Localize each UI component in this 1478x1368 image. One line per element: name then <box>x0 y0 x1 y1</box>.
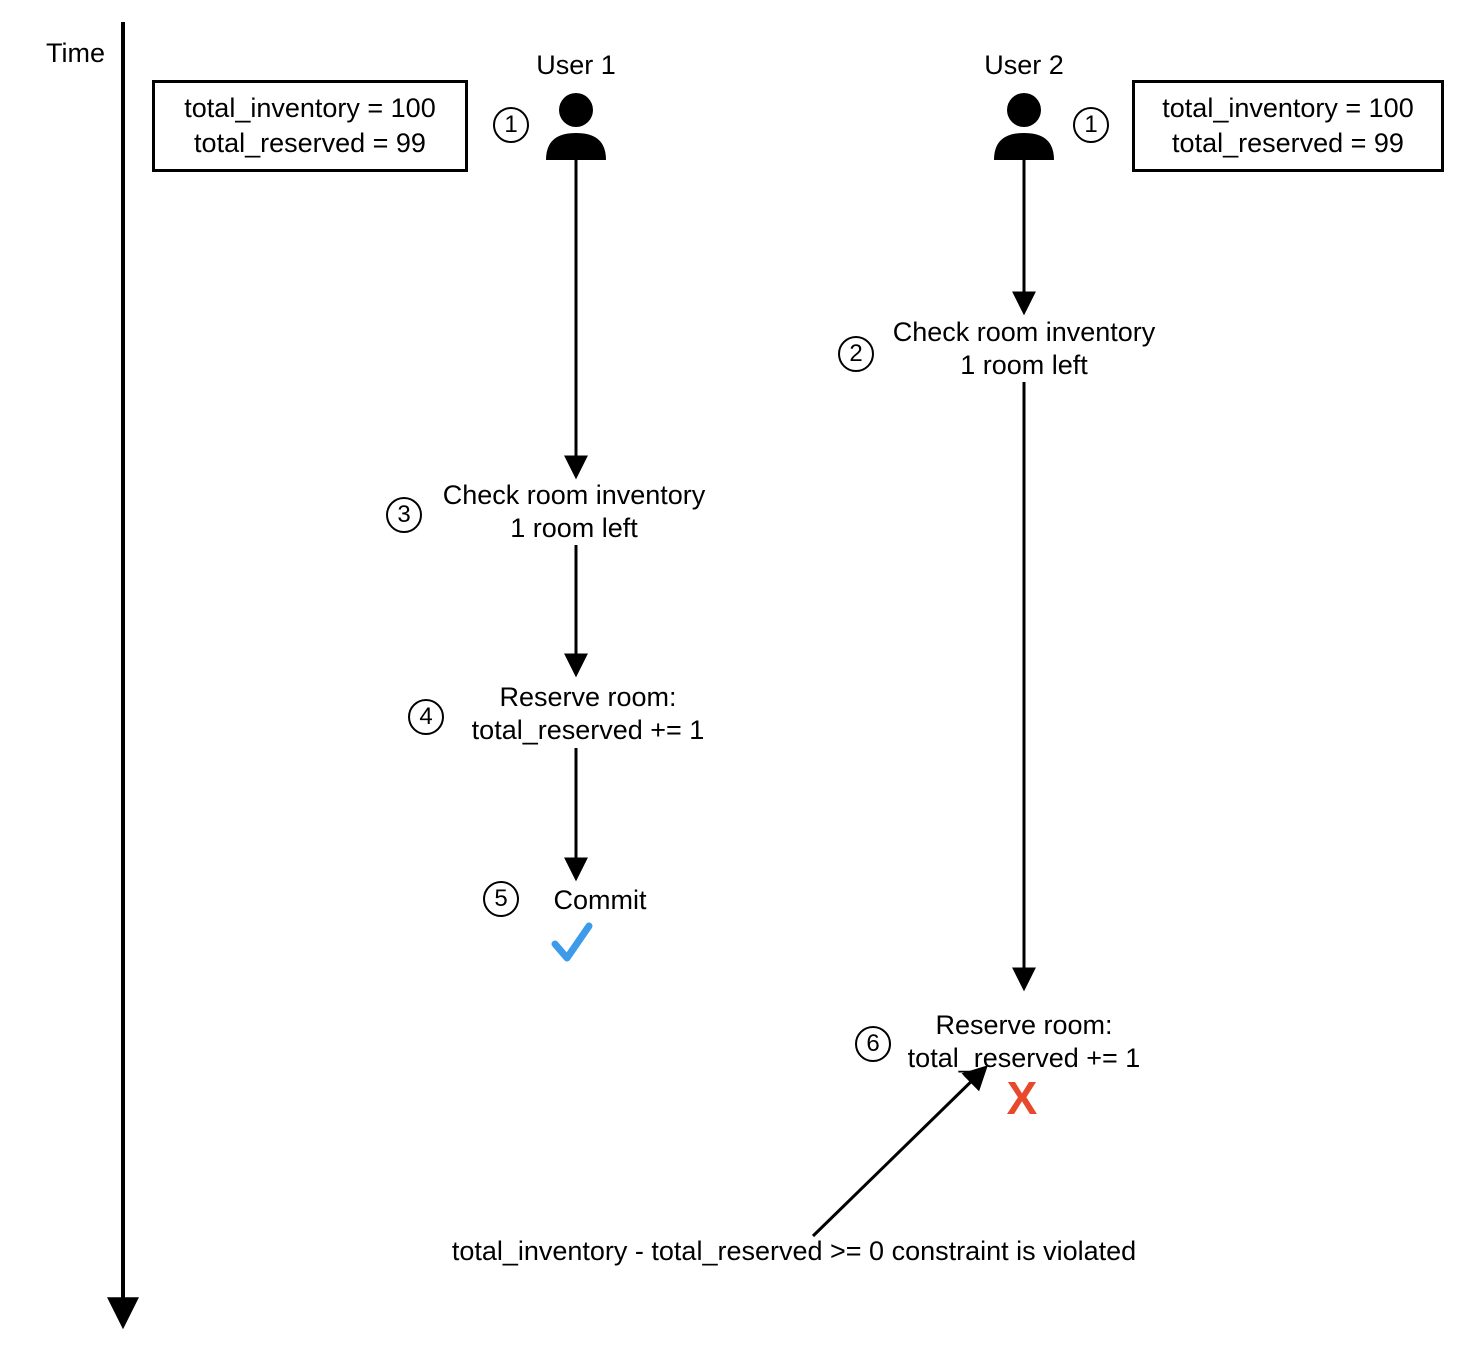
actor-title-user2: User 2 <box>984 50 1064 80</box>
cross-failure-icon: X <box>1006 1072 1038 1124</box>
state-box-user1-initial: total_inventory = 100 total_reserved = 9… <box>152 80 468 172</box>
step-5-line1: Commit <box>553 885 647 915</box>
step-4-line1: Reserve room: <box>499 682 677 712</box>
step-number-1-user1: 1 <box>493 107 529 143</box>
state-box-user1-line1: total_inventory = 100 <box>184 92 436 123</box>
constraint-violation-annotation: total_inventory - total_reserved >= 0 co… <box>451 1236 1137 1266</box>
step-label-2: Check room inventory 1 room left <box>893 316 1156 382</box>
time-axis-label: Time <box>46 38 105 68</box>
step-4-line2: total_reserved += 1 <box>471 714 705 745</box>
step-number-1-user2: 1 <box>1073 107 1109 143</box>
step-label-3: Check room inventory 1 room left <box>443 479 706 545</box>
state-box-user2-line2: total_reserved = 99 <box>1172 128 1404 158</box>
step-3-line1: Check room inventory <box>442 480 706 510</box>
person-icon-user2 <box>994 90 1094 165</box>
step-number-5: 5 <box>483 881 519 917</box>
person-icon-user1 <box>546 90 646 165</box>
step-number-2: 2 <box>838 336 874 372</box>
step-number-4: 4 <box>408 699 444 735</box>
actor-title-user1: User 1 <box>536 50 616 80</box>
step-number-6: 6 <box>855 1026 891 1062</box>
step-3-line2: 1 room left <box>510 512 638 543</box>
step-2-line2: 1 room left <box>960 349 1088 380</box>
check-success-icon <box>548 920 596 972</box>
step-6-line2: total_reserved += 1 <box>907 1042 1141 1073</box>
step-label-5: Commit <box>554 884 647 917</box>
step-label-6: Reserve room: total_reserved += 1 <box>908 1009 1141 1075</box>
step-label-4: Reserve room: total_reserved += 1 <box>472 681 705 747</box>
state-box-user1-line2: total_reserved = 99 <box>194 128 426 158</box>
step-2-line1: Check room inventory <box>892 317 1156 347</box>
step-6-line1: Reserve room: <box>935 1010 1113 1040</box>
step-number-3: 3 <box>386 497 422 533</box>
state-box-user2-initial: total_inventory = 100 total_reserved = 9… <box>1132 80 1444 172</box>
state-box-user2-line1: total_inventory = 100 <box>1162 92 1414 123</box>
annotation-arrow <box>811 1065 988 1238</box>
